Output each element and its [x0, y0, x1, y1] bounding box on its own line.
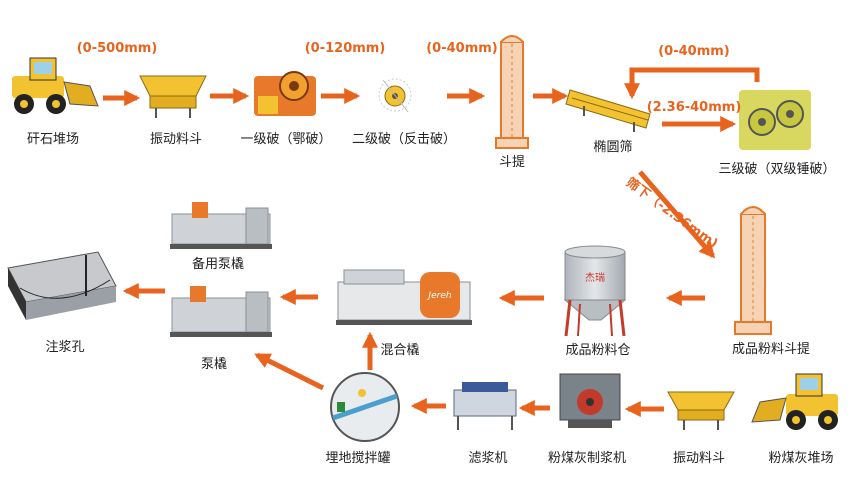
- wheel-loader-icon: [12, 57, 99, 114]
- mixing-skid-icon: Jereh: [336, 269, 472, 325]
- vibrating-feeder-icon: [139, 75, 207, 118]
- label-product-elevator: 成品粉料斗提: [731, 342, 811, 357]
- label-product-silo: 成品粉料仓: [565, 343, 631, 358]
- pump-skid-icon: [170, 286, 272, 337]
- label-bucket-elevator: 斗提: [498, 155, 526, 170]
- label-pump-skid: 泵橇: [200, 357, 228, 372]
- mixer-brand-text: Jereh: [426, 291, 451, 301]
- size-label-0-500: (0-500mm): [76, 41, 158, 56]
- standby-pump-skid-icon: [170, 202, 272, 249]
- fly-ash-slurry-machine-icon: [559, 373, 621, 428]
- size-label-2-36-40: (2.36-40mm): [646, 100, 742, 115]
- label-fly-ash-yard: 粉煤灰堆场: [768, 451, 834, 466]
- label-primary-crusher: 一级破（鄂破）: [240, 132, 332, 147]
- arrow-mixtank-to-pump: [254, 352, 325, 391]
- label-standby-pump-skid: 备用泵橇: [191, 257, 245, 272]
- label-vibrating-screen: 椭圆筛: [593, 140, 633, 155]
- jaw-crusher-icon: [254, 71, 316, 116]
- label-secondary-crusher: 二级破（反击破）: [351, 132, 457, 147]
- size-label-0-40-b: (0-40mm): [658, 44, 730, 59]
- buried-mixing-tank-icon: [330, 372, 400, 442]
- label-fly-ash-slurry: 粉煤灰制浆机: [547, 451, 627, 466]
- label-grout-hole: 注浆孔: [45, 340, 85, 355]
- silo-brand-text: 杰瑞: [585, 272, 605, 284]
- label-tertiary-crusher: 三级破（双级锤破）: [718, 162, 836, 177]
- size-label-0-40-a: (0-40mm): [426, 41, 498, 56]
- impact-crusher-icon: [378, 78, 412, 113]
- grout-hole-icon: [7, 251, 117, 320]
- fly-ash-loader-icon: [751, 373, 838, 430]
- hammer-crusher-icon: [739, 90, 811, 150]
- size-label-0-120: (0-120mm): [304, 41, 386, 56]
- bucket-elevator-icon: [495, 35, 529, 149]
- arrow-recycle-loop: [623, 67, 760, 100]
- flow-arrows: [103, 67, 760, 418]
- elliptical-screen-icon: [565, 89, 651, 132]
- label-slurry-filter: 滤浆机: [468, 451, 508, 466]
- label-buried-mixing-tank: 埋地搅拌罐: [325, 451, 391, 466]
- label-gravel-yard: 矸石堆场: [26, 132, 80, 147]
- product-silo-icon: 杰瑞: [563, 245, 627, 337]
- label-feeder-1: 振动料斗: [149, 132, 203, 147]
- label-feeder-2: 振动料斗: [672, 451, 726, 466]
- product-elevator-icon: [734, 206, 772, 335]
- label-mixing-skid: 混合橇: [380, 343, 420, 358]
- arrow-undersize-to-elevator: [638, 170, 716, 259]
- vibrating-feeder-2-icon: [667, 391, 735, 430]
- slurry-filter-icon: [453, 382, 517, 430]
